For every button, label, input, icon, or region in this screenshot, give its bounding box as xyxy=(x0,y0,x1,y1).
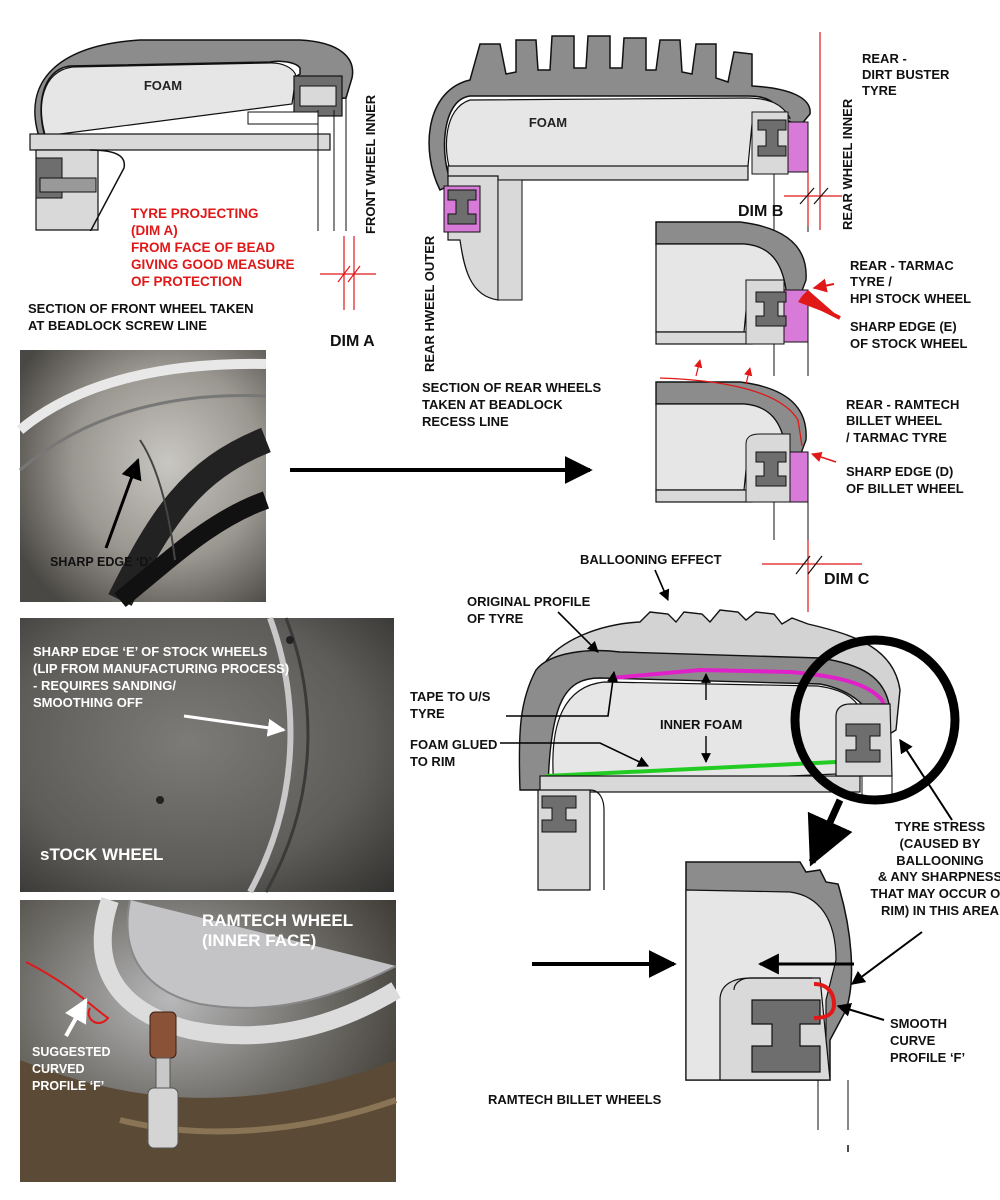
front-screw xyxy=(247,111,319,125)
svg-text:TYRE /: TYRE / xyxy=(850,274,892,289)
rear-wheel-inner-label: REAR WHEEL INNER xyxy=(840,98,855,230)
svg-text:TYRE PROJECTING: TYRE PROJECTING xyxy=(131,206,259,221)
svg-text:SMOOTHING OFF: SMOOTHING OFF xyxy=(33,695,143,710)
dirt-buster-tyre xyxy=(428,35,811,192)
svg-text:RIM) IN THIS AREA: RIM) IN THIS AREA xyxy=(881,903,1000,918)
front-wheel-section: FOAM FRONT WHEEL INNER TYRE PROJECTING (… xyxy=(16,39,378,350)
tyre-stress-note: TYRE STRESS (CAUSED BY BALLOONING & ANY … xyxy=(870,819,1000,918)
svg-text:/ TARMAC TYRE: / TARMAC TYRE xyxy=(846,430,947,445)
svg-text:(CAUSED BY: (CAUSED BY xyxy=(900,836,981,851)
ballooning-section: BALLOONING EFFECT ORIGINAL PROFILE OF TY… xyxy=(410,552,1000,918)
detail-section: SMOOTH CURVE PROFILE ‘F’ RAMTECH BILLET … xyxy=(488,861,965,1152)
svg-text:BILLET WHEEL: BILLET WHEEL xyxy=(846,413,942,428)
svg-text:REAR - TARMAC: REAR - TARMAC xyxy=(850,258,954,273)
rear-tarmac-stock-section: REAR - TARMAC TYRE / HPI STOCK WHEEL SHA… xyxy=(655,221,971,376)
dirt-buster-foam xyxy=(445,97,791,177)
svg-text:DIRT BUSTER: DIRT BUSTER xyxy=(862,67,950,82)
front-tyre xyxy=(34,39,354,141)
svg-text:BALLOONING EFFECT: BALLOONING EFFECT xyxy=(580,552,722,567)
svg-text:FOAM GLUED: FOAM GLUED xyxy=(410,737,497,752)
svg-text:AT BEADLOCK SCREW LINE: AT BEADLOCK SCREW LINE xyxy=(28,318,207,333)
svg-text:PROFILE ‘F’: PROFILE ‘F’ xyxy=(890,1050,965,1065)
svg-text:SHARP EDGE ‘D’: SHARP EDGE ‘D’ xyxy=(50,555,152,569)
svg-text:OF PROTECTION: OF PROTECTION xyxy=(131,274,242,289)
svg-text:RAMTECH WHEEL: RAMTECH WHEEL xyxy=(202,911,353,930)
detail-magnifier-circle xyxy=(790,635,960,805)
svg-text:SMOOTH: SMOOTH xyxy=(890,1016,947,1031)
dirt-buster-foam-label: FOAM xyxy=(529,115,567,130)
rear-ramtech-billet-section: REAR - RAMTECH BILLET WHEEL / TARMAC TYR… xyxy=(655,359,964,612)
svg-text:OF STOCK WHEEL: OF STOCK WHEEL xyxy=(850,336,968,351)
svg-text:GIVING GOOD MEASURE: GIVING GOOD MEASURE xyxy=(131,257,295,272)
svg-text:TYRE: TYRE xyxy=(862,83,897,98)
svg-text:CURVED: CURVED xyxy=(32,1062,85,1076)
front-rim-base xyxy=(29,133,331,151)
svg-text:RAMTECH BILLET WHEELS: RAMTECH BILLET WHEELS xyxy=(488,1092,662,1107)
svg-text:SHARP EDGE ‘E’ OF STOCK WHEELS: SHARP EDGE ‘E’ OF STOCK WHEELS xyxy=(33,644,268,659)
svg-text:SHARP EDGE (D): SHARP EDGE (D) xyxy=(846,464,953,479)
svg-text:TAKEN AT BEADLOCK: TAKEN AT BEADLOCK xyxy=(422,397,563,412)
svg-text:CURVE: CURVE xyxy=(890,1033,936,1048)
dim-b-label: DIM B xyxy=(738,203,783,220)
svg-text:PROFILE ‘F’: PROFILE ‘F’ xyxy=(32,1079,104,1093)
svg-text:TAPE TO U/S: TAPE TO U/S xyxy=(410,689,491,704)
svg-text:- REQUIRES SANDING/: - REQUIRES SANDING/ xyxy=(33,678,176,693)
svg-text:HPI STOCK WHEEL: HPI STOCK WHEEL xyxy=(850,291,971,306)
svg-text:SUGGESTED: SUGGESTED xyxy=(32,1045,111,1059)
svg-text:(LIP FROM MANUFACTURING PROCES: (LIP FROM MANUFACTURING PROCESS) xyxy=(33,661,289,676)
photo-ramtech-inner-face: RAMTECH WHEEL (INNER FACE) SUGGESTED CUR… xyxy=(20,897,401,1182)
svg-text:(DIM A): (DIM A) xyxy=(131,223,178,238)
svg-text:SHARP EDGE (E): SHARP EDGE (E) xyxy=(850,319,957,334)
projection-note: TYRE PROJECTING (DIM A) FROM FACE OF BEA… xyxy=(131,206,295,289)
svg-text:ORIGINAL PROFILE: ORIGINAL PROFILE xyxy=(467,594,591,609)
rear-wheel-outer-label: REAR HWEEL OUTER xyxy=(422,235,437,372)
svg-text:INNER FOAM: INNER FOAM xyxy=(660,717,742,732)
tape-strip xyxy=(611,667,891,720)
svg-text:THAT MAY OCCUR ON: THAT MAY OCCUR ON xyxy=(870,886,1000,901)
svg-text:BALLOONING: BALLOONING xyxy=(896,853,983,868)
svg-text:TYRE STRESS: TYRE STRESS xyxy=(895,819,986,834)
rear-dirt-buster-section: FOAM REAR - DIRT BUSTER TYRE REAR WHEEL … xyxy=(422,32,950,372)
front-foam-label: FOAM xyxy=(144,78,182,93)
photo-stock-wheel: SHARP EDGE ‘E’ OF STOCK WHEELS (LIP FROM… xyxy=(20,616,394,894)
svg-text:RECESS LINE: RECESS LINE xyxy=(422,414,509,429)
smooth-curve-profile xyxy=(813,982,837,1020)
foam-glue-strip xyxy=(545,760,837,778)
svg-text:FROM FACE OF BEAD: FROM FACE OF BEAD xyxy=(131,240,275,255)
dim-c-label: DIM C xyxy=(824,571,870,588)
svg-text:(INNER FACE): (INNER FACE) xyxy=(202,931,316,950)
svg-text:SECTION OF REAR WHEELS: SECTION OF REAR WHEELS xyxy=(422,380,601,395)
svg-text:OF TYRE: OF TYRE xyxy=(467,611,524,626)
dim-a-label: DIM A xyxy=(330,333,375,350)
front-wheel-inner-label: FRONT WHEEL INNER xyxy=(363,94,378,234)
svg-text:sTOCK WHEEL: sTOCK WHEEL xyxy=(40,845,163,864)
svg-text:& ANY SHARPNESS: & ANY SHARPNESS xyxy=(878,869,1000,884)
front-caption: SECTION OF FRONT WHEEL TAKEN xyxy=(28,301,254,316)
svg-text:OF BILLET WHEEL: OF BILLET WHEEL xyxy=(846,481,964,496)
svg-text:TO RIM: TO RIM xyxy=(410,754,455,769)
rear-sections-caption: SECTION OF REAR WHEELS TAKEN AT BEADLOCK… xyxy=(422,380,601,429)
svg-text:TYRE: TYRE xyxy=(410,706,445,721)
svg-text:REAR - RAMTECH: REAR - RAMTECH xyxy=(846,397,959,412)
photo-sharp-edge-d: SHARP EDGE ‘D’ xyxy=(16,350,271,608)
svg-text:REAR -: REAR - xyxy=(862,51,907,66)
front-foam xyxy=(40,62,297,139)
